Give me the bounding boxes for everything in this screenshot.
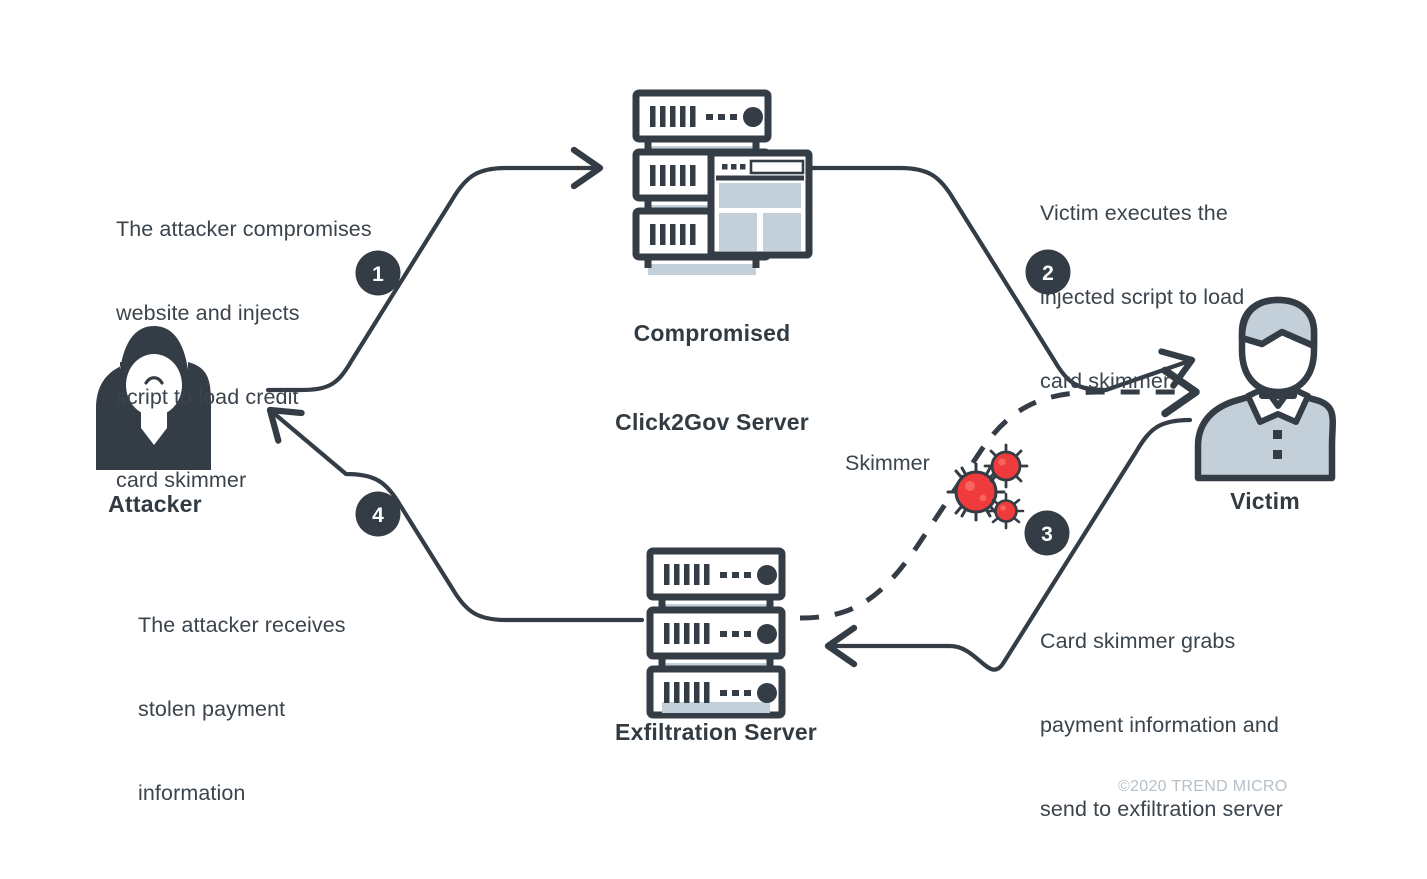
step-badge-2: 2	[1025, 249, 1071, 295]
step-badge-1: 1	[355, 250, 401, 296]
connector-step-1	[265, 146, 604, 393]
attack-chain-diagram: 1 2 3 4	[96, 89, 1336, 719]
step-3-description: Card skimmer grabs payment information a…	[1040, 572, 1380, 879]
step-4-line-2: stolen payment	[138, 696, 286, 721]
step-1-line-4: card skimmer	[116, 468, 247, 493]
step-badge-4: 4	[355, 491, 401, 537]
step-3-line-2: payment information and	[1040, 712, 1279, 737]
compromised-server-label-line-2: Click2Gov Server	[615, 409, 809, 436]
svg-text:4: 4	[372, 504, 384, 527]
compromised-server-label: Compromised Click2Gov Server	[552, 259, 872, 498]
step-2-line-2: injected script to load	[1040, 284, 1245, 309]
server-stack-icon	[646, 547, 786, 719]
step-3-line-1: Card skimmer grabs	[1040, 628, 1236, 653]
step-4-description: The attacker receives stolen payment inf…	[138, 556, 458, 863]
step-1-description: The attacker compromises website and inj…	[116, 160, 456, 551]
step-4-line-3: information	[138, 780, 246, 805]
copyright-notice: ©2020 TREND MICRO	[1118, 778, 1288, 795]
connector-step-2	[803, 165, 1196, 393]
step-1-line-2: website and injects	[116, 300, 300, 325]
victim-label: Victim	[1230, 488, 1300, 514]
connector-skimmer-dashed	[799, 366, 1200, 621]
server-with-browser-window-icon	[632, 89, 813, 275]
step-4-line-1: The attacker receives	[138, 612, 346, 637]
skimmer-label: Skimmer	[845, 451, 930, 475]
connector-step-4	[266, 406, 645, 623]
victim-person-icon	[1194, 296, 1336, 482]
exfiltration-server-label: Exfiltration Server	[615, 719, 817, 745]
step-2-description: Victim executes the injected script to l…	[1040, 144, 1370, 451]
infographic-canvas: 1 2 3 4	[96, 89, 1370, 821]
attacker-label: Attacker	[108, 491, 202, 517]
step-2-line-3: card skimmer	[1040, 368, 1171, 393]
step-1-line-3: script to load credit	[116, 384, 299, 409]
step-2-line-1: Victim executes the	[1040, 200, 1228, 225]
virus-skimmer-icon	[946, 443, 1029, 530]
svg-text:1: 1	[372, 263, 384, 286]
svg-text:2: 2	[1042, 262, 1054, 285]
step-1-line-1: The attacker compromises	[116, 216, 372, 241]
step-3-line-3: send to exfiltration server	[1040, 796, 1283, 821]
connector-step-3	[824, 417, 1193, 672]
step-badge-3: 3	[1024, 510, 1070, 556]
compromised-server-label-line-1: Compromised	[633, 319, 791, 346]
attacker-person-icon	[96, 326, 211, 470]
svg-text:3: 3	[1041, 523, 1053, 546]
